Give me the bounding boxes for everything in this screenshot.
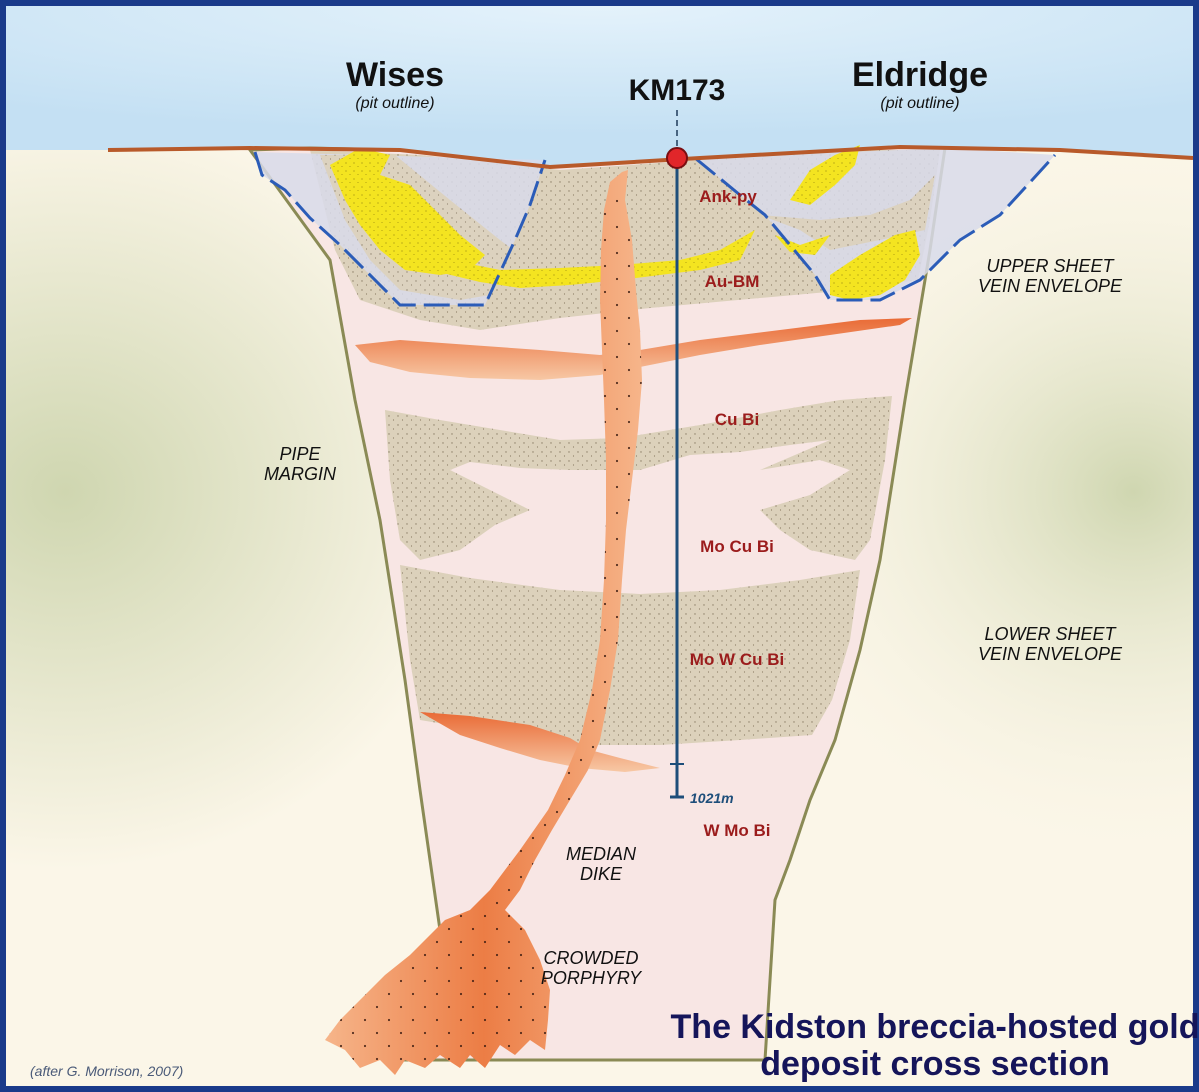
lower-sheet-label: LOWER SHEET bbox=[984, 624, 1117, 644]
median-dike-label: DIKE bbox=[580, 864, 623, 884]
zone-label: Mo Cu Bi bbox=[700, 537, 774, 556]
zone-label: Mo W Cu Bi bbox=[690, 650, 784, 669]
wises-label: Wises bbox=[346, 56, 444, 94]
diagram-title: deposit cross section bbox=[760, 1045, 1110, 1083]
drillhole-collar bbox=[667, 148, 687, 168]
crowded-porphyry-label: CROWDED bbox=[544, 948, 639, 968]
zone-label: W Mo Bi bbox=[703, 821, 770, 840]
wises-sublabel: (pit outline) bbox=[355, 95, 434, 112]
drillhole-depth-label: 1021m bbox=[690, 790, 734, 806]
lower-sheet-label: VEIN ENVELOPE bbox=[978, 644, 1123, 664]
eldridge-sublabel: (pit outline) bbox=[880, 95, 959, 112]
diagram-title: The Kidston breccia-hosted gold bbox=[671, 1008, 1199, 1046]
eldridge-label: Eldridge bbox=[852, 56, 988, 94]
median-dike-label: MEDIAN bbox=[566, 844, 637, 864]
crowded-porphyry-label: PORPHYRY bbox=[541, 968, 643, 988]
zone-label: Au-BM bbox=[705, 272, 760, 291]
zone-label: Ank-py bbox=[699, 187, 757, 206]
pipe-margin-label: MARGIN bbox=[264, 464, 337, 484]
drillhole-label: KM173 bbox=[629, 74, 726, 107]
pipe-margin-label: PIPE bbox=[279, 444, 321, 464]
zone-label: Cu Bi bbox=[715, 410, 759, 429]
source-credit: (after G. Morrison, 2007) bbox=[30, 1063, 183, 1079]
upper-sheet-label: UPPER SHEET bbox=[986, 256, 1115, 276]
sky bbox=[6, 6, 1193, 167]
upper-sheet-label: VEIN ENVELOPE bbox=[978, 276, 1123, 296]
